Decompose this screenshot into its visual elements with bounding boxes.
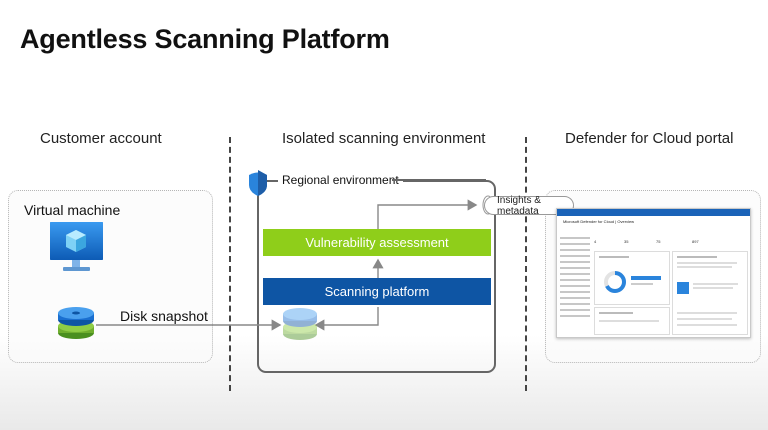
portal-panel-posture xyxy=(594,251,670,305)
portal-panel-compliance xyxy=(594,307,670,335)
portal-topbar xyxy=(557,209,750,216)
virtual-machine-icon xyxy=(50,222,103,271)
snapshot-label: Disk snapshot xyxy=(120,308,208,324)
column-heading-isolated: Isolated scanning environment xyxy=(282,130,486,147)
portal-stat-2: 35 xyxy=(624,239,629,244)
portal-title: Microsoft Defender for Cloud | Overview xyxy=(563,219,635,224)
regional-environment-label: Regional environment xyxy=(278,173,403,187)
portal-main: 4 35 75 897 xyxy=(594,233,748,335)
scanning-platform-bar: Scanning platform xyxy=(263,278,491,305)
customer-account-box xyxy=(8,190,213,363)
slide-title: Agentless Scanning Platform xyxy=(20,24,390,54)
disk-platform-line xyxy=(322,307,379,326)
column-heading-defender: Defender for Cloud portal xyxy=(565,130,734,147)
vm-label: Virtual machine xyxy=(24,202,121,218)
insights-metadata-label: Insights & metadata xyxy=(484,195,574,217)
column-divider-left xyxy=(229,137,231,391)
defender-portal-screenshot: Microsoft Defender for Cloud | Overview … xyxy=(556,208,751,338)
vulnerability-assessment-bar: Vulnerability assessment xyxy=(263,229,491,256)
disk-snapshot-icon xyxy=(58,307,94,339)
vuln-insights-arrow xyxy=(377,199,478,229)
shield-icon xyxy=(249,170,267,196)
portal-nav xyxy=(560,237,590,321)
portal-panel-insights xyxy=(672,251,748,335)
portal-stat-4: 897 xyxy=(692,239,699,244)
portal-stat-3: 75 xyxy=(656,239,661,244)
portal-stat-1: 4 xyxy=(594,239,597,244)
scanned-disk-icon xyxy=(283,308,317,340)
column-divider-right xyxy=(525,137,527,391)
column-heading-customer: Customer account xyxy=(40,130,162,147)
